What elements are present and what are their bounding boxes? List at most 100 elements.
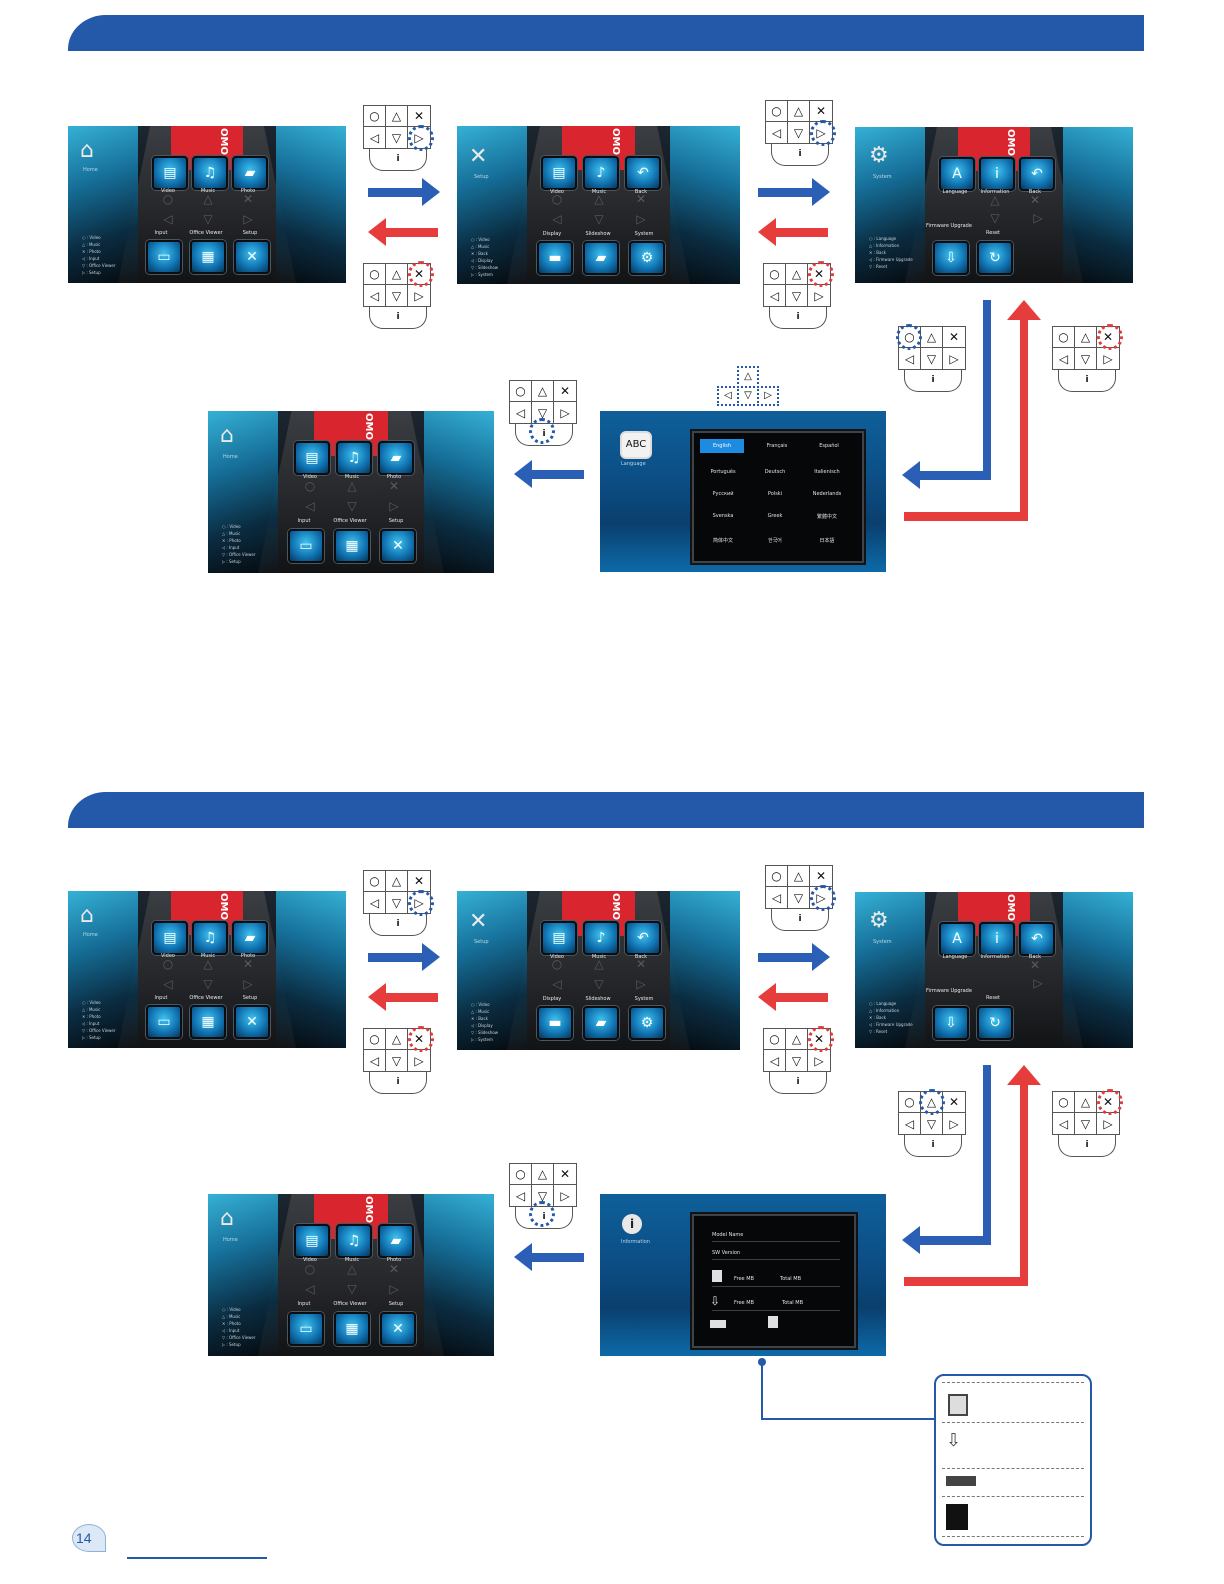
display-icon[interactable]: ▬: [537, 241, 573, 275]
cross-icon: ✕: [1029, 193, 1041, 207]
system-icon[interactable]: ⚙: [629, 241, 665, 275]
highlight-ring: [408, 890, 434, 916]
forward-arrow: [368, 178, 440, 206]
language-option[interactable]: Italienisch: [814, 469, 840, 475]
office-viewer-icon[interactable]: ▦: [334, 529, 370, 563]
music-icon[interactable]: ♫: [336, 441, 372, 475]
photo-icon[interactable]: ▰: [232, 156, 268, 190]
triangle-down-icon: ▽: [594, 977, 604, 991]
tile-label: Video: [302, 1257, 317, 1263]
triangle-down-icon: ▽: [347, 1282, 357, 1296]
cross-icon: ✕: [1029, 958, 1041, 972]
setup-icon[interactable]: ✕: [234, 240, 270, 274]
office-viewer-icon[interactable]: ▦: [334, 1312, 370, 1346]
reset-icon[interactable]: ↻: [977, 1006, 1013, 1040]
total-mb-label: Total MB: [782, 1300, 804, 1306]
tile-label: Reset: [986, 995, 1000, 1001]
tile-label: Music: [200, 188, 216, 194]
model-name-label: Model Name: [712, 1232, 744, 1238]
music-icon[interactable]: ♪: [583, 156, 619, 190]
information-icon[interactable]: i: [979, 157, 1015, 191]
remote-pad: ○△✕◁▽▷ i: [509, 380, 579, 450]
language-option-english[interactable]: English: [700, 439, 744, 453]
back-icon[interactable]: ↶: [1019, 922, 1055, 956]
tile-label: Display: [542, 231, 562, 237]
system-screen: OMO ⚙ System A i ↶ Language Information …: [855, 127, 1133, 283]
page-number: 14: [76, 1530, 92, 1546]
forward-arrow: [758, 943, 830, 971]
highlight-ring: [896, 324, 922, 350]
language-icon[interactable]: A: [939, 157, 975, 191]
setup-icon[interactable]: ✕: [380, 1312, 416, 1346]
triangle-up-icon: △: [347, 479, 357, 493]
download-icon: ⇩: [946, 1430, 962, 1451]
music-icon[interactable]: ♫: [336, 1224, 372, 1258]
info-key: i: [904, 369, 962, 392]
system-icon[interactable]: ⚙: [629, 1006, 665, 1040]
language-option[interactable]: Greek: [767, 513, 783, 519]
back-icon[interactable]: ↶: [1019, 157, 1055, 191]
home-icon: ⌂: [80, 903, 94, 928]
language-icon[interactable]: A: [939, 922, 975, 956]
remote-pad: ○△✕◁▽▷ i: [898, 1089, 968, 1161]
language-option[interactable]: Français: [766, 443, 788, 449]
video-icon[interactable]: ▤: [152, 921, 188, 955]
slideshow-icon[interactable]: ▰: [583, 241, 619, 275]
language-option[interactable]: Svenska: [712, 513, 734, 519]
usb-icon: [710, 1320, 726, 1328]
language-option[interactable]: 日本語: [819, 538, 835, 544]
office-viewer-icon[interactable]: ▦: [190, 240, 226, 274]
photo-icon[interactable]: ▰: [378, 441, 414, 475]
photo-icon[interactable]: ▰: [378, 1224, 414, 1258]
language-option[interactable]: 한국어: [768, 538, 782, 544]
setup-icon[interactable]: ✕: [380, 529, 416, 563]
language-option[interactable]: Deutsch: [764, 469, 786, 475]
circle-icon: ○: [551, 192, 563, 206]
input-icon[interactable]: ▭: [146, 240, 182, 274]
slideshow-icon[interactable]: ▰: [583, 1006, 619, 1040]
tile-label: System: [634, 231, 654, 237]
setup-icon[interactable]: ✕: [234, 1005, 270, 1039]
video-icon[interactable]: ▤: [294, 1224, 330, 1258]
screen-heading: Information: [621, 1239, 650, 1245]
firmware-upgrade-icon[interactable]: ⇩: [933, 1006, 969, 1040]
office-viewer-icon[interactable]: ▦: [190, 1005, 226, 1039]
language-option[interactable]: Polski: [767, 491, 783, 497]
input-icon[interactable]: ▭: [146, 1005, 182, 1039]
language-option[interactable]: 繁體中文: [816, 514, 837, 520]
video-icon[interactable]: ▤: [541, 156, 577, 190]
music-icon[interactable]: ♫: [192, 921, 228, 955]
photo-icon[interactable]: ▰: [232, 921, 268, 955]
reset-icon[interactable]: ↻: [977, 241, 1013, 275]
language-option[interactable]: Nederlands: [812, 491, 842, 497]
tile-label: Input: [297, 518, 311, 524]
language-option[interactable]: 简体中文: [712, 538, 733, 544]
display-icon[interactable]: ▬: [537, 1006, 573, 1040]
input-icon[interactable]: ▭: [288, 1312, 324, 1346]
cross-icon: ✕: [388, 1262, 400, 1276]
back-icon[interactable]: ↶: [625, 921, 661, 955]
video-icon[interactable]: ▤: [152, 156, 188, 190]
screen-heading: System: [873, 174, 892, 180]
system-screen: OMO ⚙ System A i ↶ Language Information …: [855, 892, 1133, 1048]
information-icon[interactable]: i: [979, 922, 1015, 956]
music-icon[interactable]: ♫: [192, 156, 228, 190]
remote-pad: ○△✕◁▽▷ i: [765, 865, 836, 935]
tile-label: Video: [549, 954, 564, 960]
music-icon[interactable]: ♪: [583, 921, 619, 955]
up-arrowhead: [1007, 300, 1041, 320]
highlight-ring: [408, 125, 434, 151]
back-arrow: [758, 983, 828, 1011]
info-key: i: [904, 1134, 962, 1157]
video-icon[interactable]: ▤: [541, 921, 577, 955]
video-icon[interactable]: ▤: [294, 441, 330, 475]
language-option[interactable]: Português: [710, 469, 736, 475]
input-icon[interactable]: ▭: [288, 529, 324, 563]
triangle-left-icon: ◁: [163, 212, 173, 226]
sd-card-icon: [948, 1394, 968, 1416]
back-icon[interactable]: ↶: [625, 156, 661, 190]
firmware-upgrade-icon[interactable]: ⇩: [933, 241, 969, 275]
tile-label: Music: [591, 954, 607, 960]
language-option[interactable]: Español: [819, 443, 839, 449]
language-option[interactable]: Русский: [712, 491, 734, 497]
